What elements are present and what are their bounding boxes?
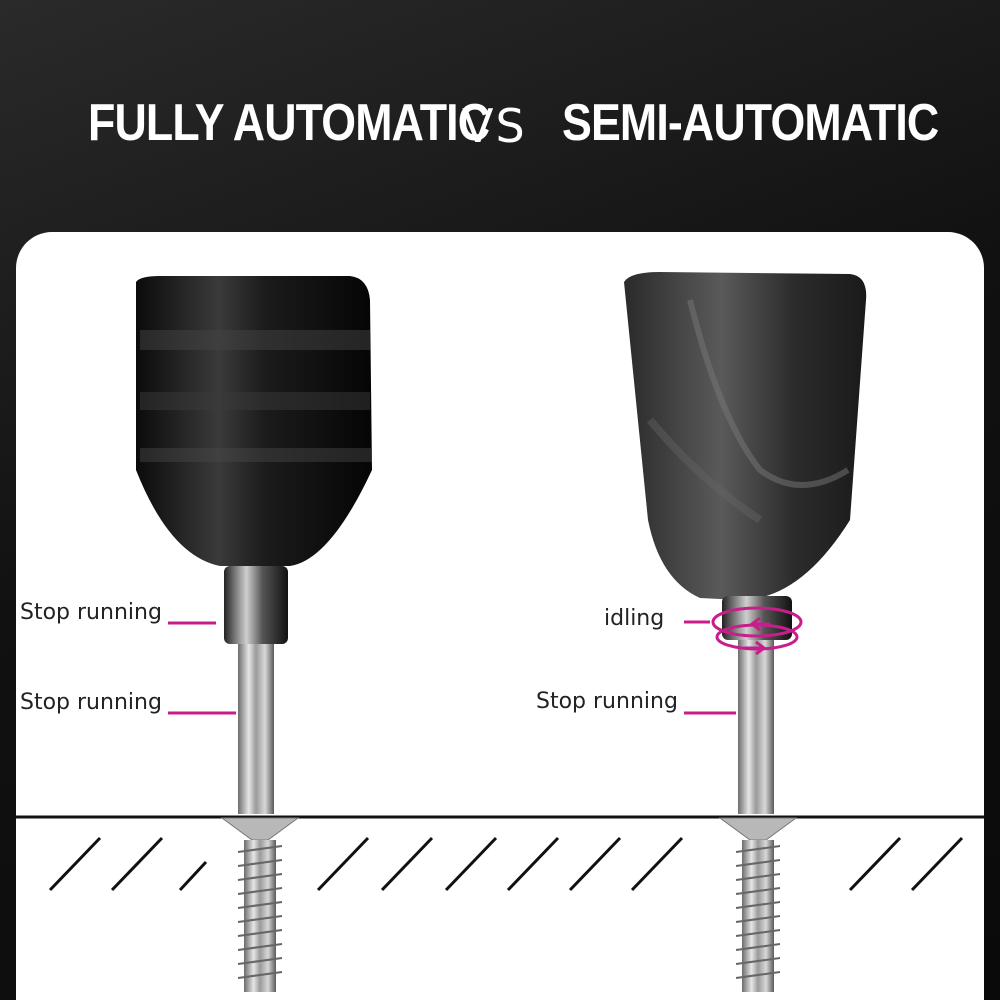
right-title: SEMI-AUTOMATIC (562, 94, 939, 152)
ground-hatching (48, 836, 964, 892)
header-banner: FULLY AUTOMATIC VS SEMI-AUTOMATIC (0, 0, 1000, 230)
left-collar-label: Stop running (20, 600, 162, 625)
left-screw (220, 817, 300, 992)
left-drill (136, 276, 372, 814)
right-bit (738, 640, 774, 814)
left-title: FULLY AUTOMATIC (88, 94, 490, 152)
left-bit (238, 644, 274, 814)
left-shaft-label: Stop running (20, 690, 162, 715)
left-collar (224, 566, 288, 644)
right-shaft-label: Stop running (536, 689, 678, 714)
right-screw (718, 817, 798, 992)
right-collar-label: idling (604, 606, 665, 631)
vs-text: VS (462, 99, 527, 153)
rotation-arrow-icon (711, 606, 803, 638)
right-drill (624, 272, 867, 814)
right-collar (722, 596, 792, 640)
